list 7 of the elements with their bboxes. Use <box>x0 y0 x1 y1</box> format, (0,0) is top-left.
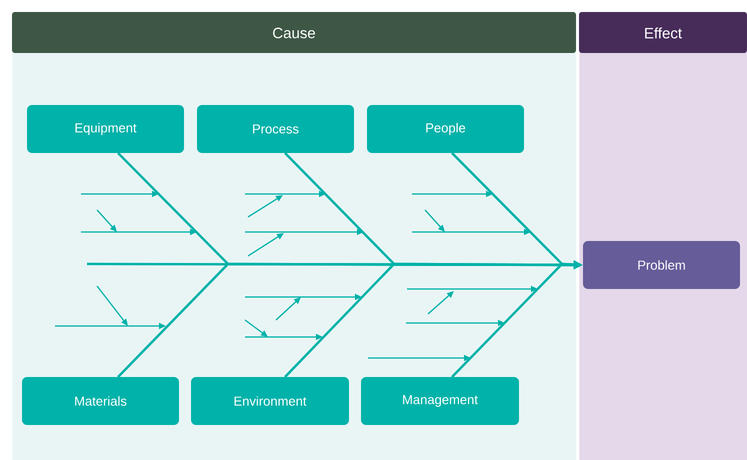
effect-box: Problem <box>583 240 740 289</box>
category-box: Process <box>197 105 354 153</box>
category-box: Environment <box>191 376 349 425</box>
category-box: Management <box>361 376 519 425</box>
category-box: Materials <box>22 376 179 425</box>
category-box: People <box>367 105 524 153</box>
category-box: Equipment <box>27 105 184 153</box>
